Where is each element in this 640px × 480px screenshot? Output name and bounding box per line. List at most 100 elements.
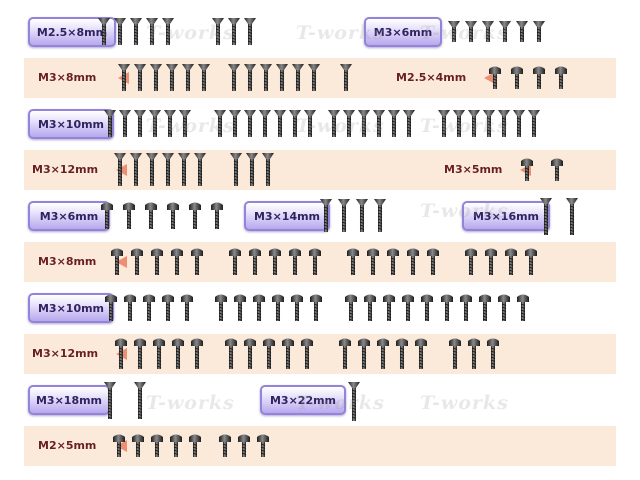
button-head-screw-icon xyxy=(171,248,183,275)
flat-head-screw-icon xyxy=(130,18,142,45)
button-head-screw-icon xyxy=(269,248,281,275)
watermark: T-works xyxy=(146,115,235,137)
button-head-screw-icon xyxy=(162,294,174,321)
flat-head-screw-icon xyxy=(499,21,511,42)
flat-head-screw-icon xyxy=(104,382,116,419)
size-label: M3×6mm xyxy=(28,201,110,231)
button-head-screw-icon xyxy=(111,248,123,275)
flat-head-screw-icon xyxy=(244,18,256,45)
button-head-screw-icon xyxy=(143,294,155,321)
button-head-screw-icon xyxy=(113,434,125,457)
pointer-arrow-icon xyxy=(116,256,127,268)
button-head-screw-icon xyxy=(533,66,545,89)
flat-head-screw-icon xyxy=(229,110,241,137)
flat-head-screw-icon xyxy=(198,64,210,91)
flat-head-screw-icon xyxy=(104,110,116,137)
button-head-screw-icon xyxy=(358,338,370,369)
flat-head-screw-icon xyxy=(438,110,450,137)
screw-row xyxy=(24,334,616,374)
flat-head-screw-icon xyxy=(448,21,460,42)
button-head-screw-icon xyxy=(253,294,265,321)
button-head-screw-icon xyxy=(364,294,376,321)
button-head-screw-icon xyxy=(291,294,303,321)
flat-head-screw-icon xyxy=(540,198,552,235)
flat-head-screw-icon xyxy=(468,110,480,137)
screw-row xyxy=(24,58,616,98)
flat-head-screw-icon xyxy=(276,64,288,91)
watermark: T-works xyxy=(420,392,509,414)
flat-head-screw-icon xyxy=(358,110,370,137)
watermark: T-works xyxy=(296,115,385,137)
button-head-screw-icon xyxy=(134,338,146,369)
button-head-screw-icon xyxy=(124,294,136,321)
watermark: T-works xyxy=(296,392,385,414)
button-head-screw-icon xyxy=(167,202,179,229)
button-head-screw-icon xyxy=(407,248,419,275)
button-head-screw-icon xyxy=(517,294,529,321)
size-label: M3×8mm xyxy=(38,255,97,268)
button-head-screw-icon xyxy=(191,248,203,275)
watermark: T-works xyxy=(420,200,509,222)
watermark: T-works xyxy=(296,22,385,44)
button-head-screw-icon xyxy=(465,248,477,275)
flat-head-screw-icon xyxy=(114,153,126,186)
button-head-screw-icon xyxy=(238,434,250,457)
size-label: M3×8mm xyxy=(38,71,97,84)
size-label: M3×18mm xyxy=(28,385,110,415)
flat-head-screw-icon xyxy=(246,153,258,186)
button-head-screw-icon xyxy=(525,248,537,275)
size-label: M3×10mm xyxy=(28,109,114,139)
flat-head-screw-icon xyxy=(228,64,240,91)
flat-head-screw-icon xyxy=(214,110,226,137)
button-head-screw-icon xyxy=(479,294,491,321)
flat-head-screw-icon xyxy=(134,110,146,137)
watermark: T-works xyxy=(420,115,509,137)
size-label: M3×22mm xyxy=(260,385,346,415)
button-head-screw-icon xyxy=(489,66,501,89)
button-head-screw-icon xyxy=(345,294,357,321)
button-head-screw-icon xyxy=(396,338,408,369)
flat-head-screw-icon xyxy=(292,64,304,91)
flat-head-screw-icon xyxy=(374,199,386,232)
button-head-screw-icon xyxy=(387,248,399,275)
flat-head-screw-icon xyxy=(164,110,176,137)
flat-head-screw-icon xyxy=(178,153,190,186)
size-label: M3×10mm xyxy=(28,293,114,323)
button-head-screw-icon xyxy=(347,248,359,275)
flat-head-screw-icon xyxy=(259,110,271,137)
flat-head-screw-icon xyxy=(343,110,355,137)
flat-head-screw-icon xyxy=(194,153,206,186)
button-head-screw-icon xyxy=(172,338,184,369)
flat-head-screw-icon xyxy=(513,110,525,137)
button-head-screw-icon xyxy=(145,202,157,229)
size-label: M2.5×4mm xyxy=(396,71,467,84)
flat-head-screw-icon xyxy=(98,18,110,45)
button-head-screw-icon xyxy=(449,338,461,369)
flat-head-screw-icon xyxy=(498,110,510,137)
button-head-screw-icon xyxy=(170,434,182,457)
size-label: M3×12mm xyxy=(32,163,99,176)
button-head-screw-icon xyxy=(487,338,499,369)
size-label: M3×6mm xyxy=(364,17,442,47)
flat-head-screw-icon xyxy=(289,110,301,137)
button-head-screw-icon xyxy=(339,338,351,369)
button-head-screw-icon xyxy=(415,338,427,369)
button-head-screw-icon xyxy=(211,202,223,229)
button-head-screw-icon xyxy=(101,202,113,229)
flat-head-screw-icon xyxy=(533,21,545,42)
flat-head-screw-icon xyxy=(274,110,286,137)
flat-head-screw-icon xyxy=(146,153,158,186)
size-label: M3×14mm xyxy=(244,201,330,231)
flat-head-screw-icon xyxy=(328,110,340,137)
flat-head-screw-icon xyxy=(388,110,400,137)
flat-head-screw-icon xyxy=(179,110,191,137)
flat-head-screw-icon xyxy=(118,64,130,91)
button-head-screw-icon xyxy=(181,294,193,321)
button-head-screw-icon xyxy=(441,294,453,321)
button-head-screw-icon xyxy=(151,434,163,457)
button-head-screw-icon xyxy=(225,338,237,369)
flat-head-screw-icon xyxy=(146,18,158,45)
flat-head-screw-icon xyxy=(166,64,178,91)
button-head-screw-icon xyxy=(151,248,163,275)
button-head-screw-icon xyxy=(282,338,294,369)
